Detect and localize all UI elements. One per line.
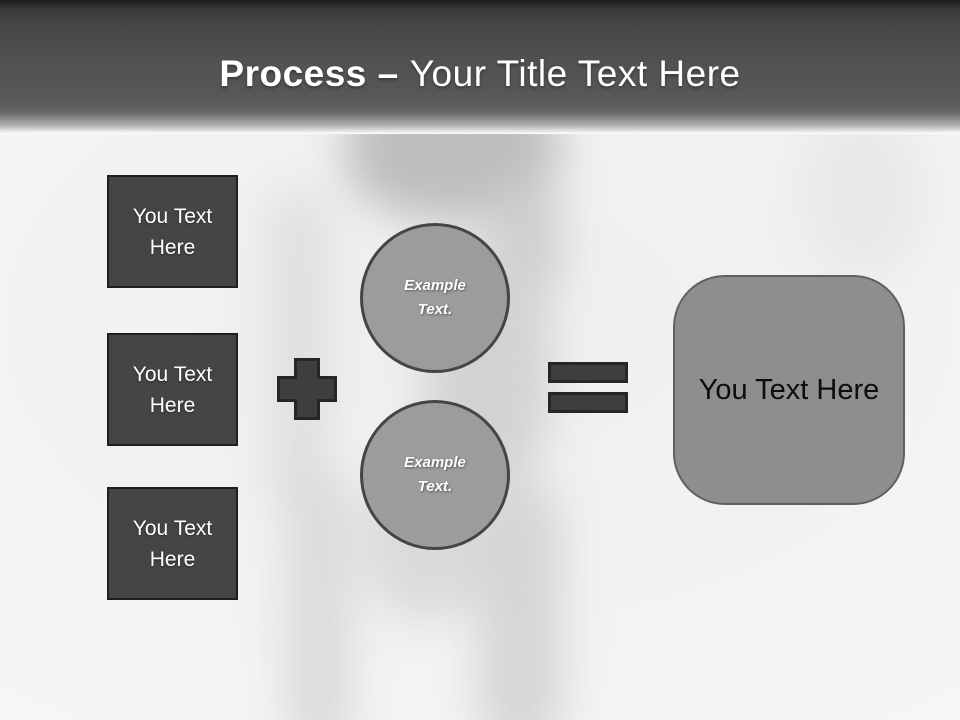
input-box-3-label: You Text Here — [132, 516, 213, 571]
silhouette-arm-blob — [268, 190, 330, 510]
input-box-1-label: You Text Here — [132, 204, 213, 259]
example-circle-2-label: Example Text. — [404, 454, 466, 495]
equals-icon-top-bar — [548, 362, 628, 383]
slide-title-keyword: Process – — [219, 53, 399, 94]
slide-header: Process –Your Title Text Here — [0, 0, 960, 134]
equals-icon-bottom-bar — [548, 392, 628, 413]
input-box-2: You Text Here — [107, 333, 238, 446]
plus-icon — [277, 358, 337, 420]
result-box-label: You Text Here — [698, 373, 880, 406]
example-circle-2: Example Text. — [360, 400, 510, 550]
slide-title: Process –Your Title Text Here — [219, 53, 740, 95]
example-circle-1: Example Text. — [360, 223, 510, 373]
result-box: You Text Here — [673, 275, 905, 505]
input-box-3: You Text Here — [107, 487, 238, 600]
example-circle-1-label: Example Text. — [404, 277, 466, 318]
silhouette-left-leg-blob — [286, 470, 352, 720]
slide-title-subtitle: Your Title Text Here — [409, 53, 741, 94]
silhouette-right-faint-blob — [800, 105, 925, 280]
input-box-1: You Text Here — [107, 175, 238, 288]
input-box-2-label: You Text Here — [132, 362, 213, 417]
